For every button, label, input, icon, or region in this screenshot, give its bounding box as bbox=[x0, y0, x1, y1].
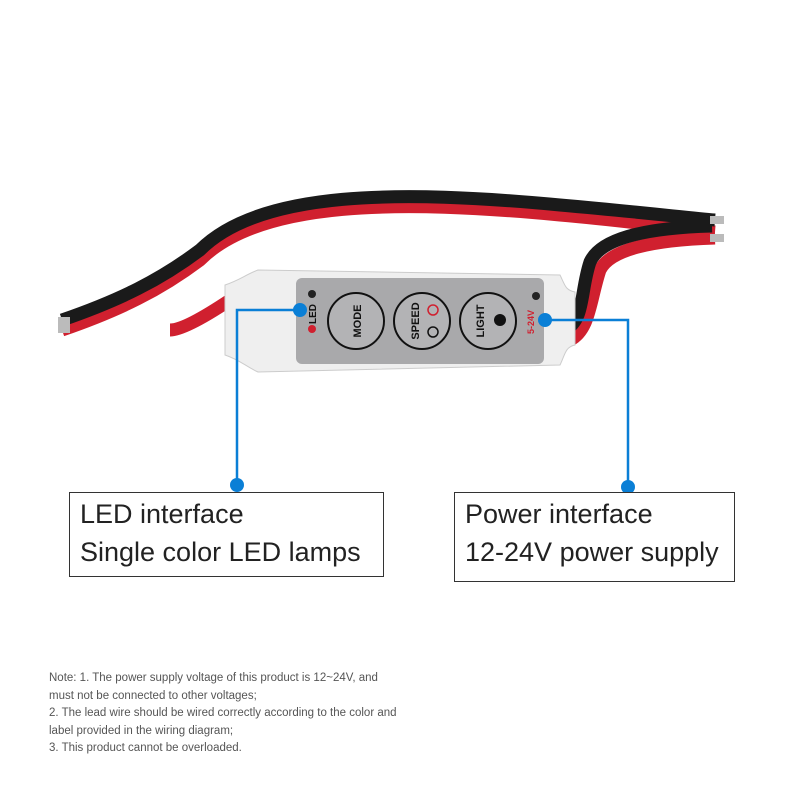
note-line: Note: 1. The power supply voltage of thi… bbox=[49, 672, 378, 684]
speed-button[interactable]: SPEED bbox=[393, 292, 451, 350]
note-line: 2. The lead wire should be wired correct… bbox=[49, 707, 397, 719]
wires bbox=[58, 190, 724, 346]
sun-filled-icon bbox=[494, 314, 506, 326]
note-line: must not be connected to other voltages; bbox=[49, 689, 257, 702]
power-port-label: 5-24V bbox=[526, 310, 536, 334]
callout-subtitle: 12-24V power supply bbox=[465, 537, 719, 567]
mode-button-label: MODE bbox=[352, 305, 364, 338]
light-button[interactable]: LIGHT bbox=[459, 292, 517, 350]
sun-outline-icon bbox=[427, 326, 439, 338]
callout-lines bbox=[235, 308, 630, 487]
callout-title: LED interface bbox=[80, 499, 244, 529]
power-icon bbox=[427, 304, 439, 316]
mode-button[interactable]: MODE bbox=[327, 292, 385, 350]
speed-button-label: SPEED bbox=[410, 302, 422, 339]
led-interface-callout: LED interface Single color LED lamps bbox=[69, 492, 384, 577]
usage-note: Note: 1. The power supply voltage of thi… bbox=[49, 670, 419, 758]
light-button-label: LIGHT bbox=[475, 304, 487, 337]
note-line: 3. This product cannot be overloaded. bbox=[49, 742, 242, 754]
callout-dots bbox=[230, 303, 635, 494]
power-interface-callout: Power interface 12-24V power supply bbox=[454, 492, 735, 582]
callout-subtitle: Single color LED lamps bbox=[80, 537, 361, 567]
callout-title: Power interface bbox=[465, 499, 653, 529]
led-port-label: LED bbox=[308, 304, 319, 324]
note-line: label provided in the wiring diagram; bbox=[49, 724, 234, 737]
